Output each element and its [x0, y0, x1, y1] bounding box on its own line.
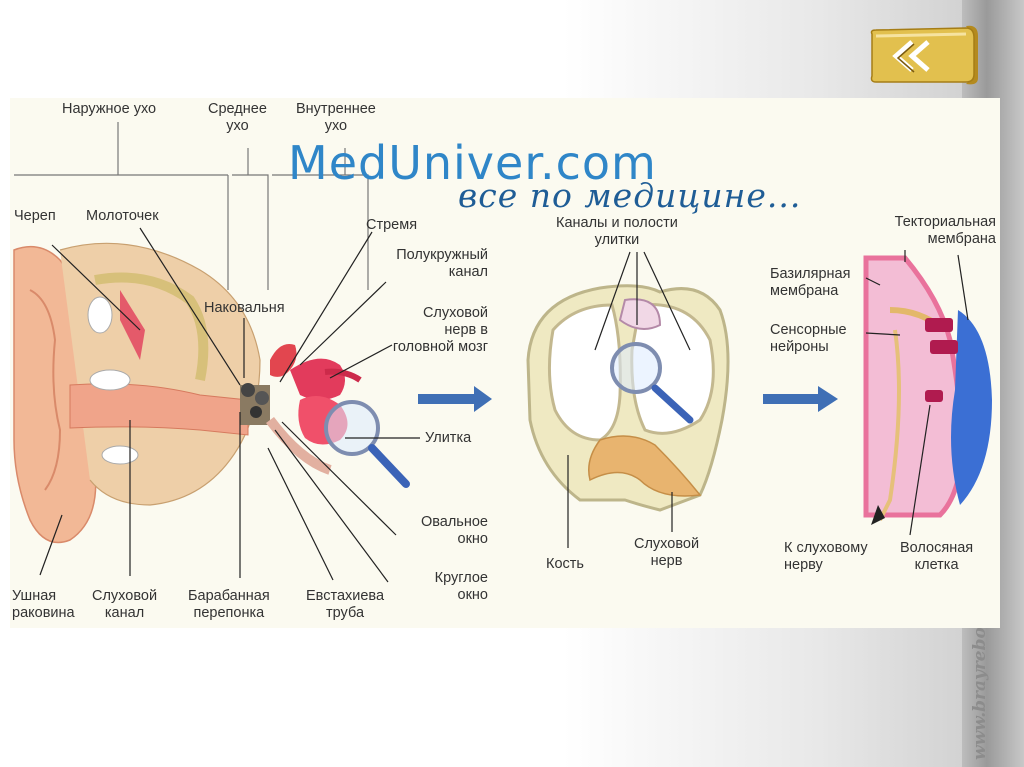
- label-sensory-neurons: Сенсорные нейроны: [770, 322, 847, 356]
- label-oval-window: Овальное окно: [390, 514, 488, 548]
- label-anvil: Наковальня: [204, 300, 285, 317]
- label-to-auditory-nerve: К слуховому нерву: [784, 540, 868, 574]
- label-auditory-nerve-brain: Слуховой нерв в головной мозг: [362, 305, 488, 356]
- label-bone: Кость: [546, 556, 584, 573]
- label-stirrup: Стремя: [366, 217, 417, 234]
- site-tagline: все по медицине...: [458, 176, 801, 216]
- label-hammer: Молоточек: [86, 208, 159, 225]
- label-round-window: Круглое окно: [390, 570, 488, 604]
- label-basilar-membrane: Базилярная мембрана: [770, 266, 850, 300]
- label-tectorial-membrane: Текториальная мембрана: [856, 214, 996, 248]
- label-eustachian-tube: Евстахиева труба: [306, 588, 384, 622]
- label-outer-ear: Наружное ухо: [62, 101, 156, 118]
- cochlea-cross-section-drawing: [528, 286, 728, 510]
- label-inner-ear: Внутреннее ухо: [296, 101, 376, 135]
- label-eardrum: Барабанная перепонка: [188, 588, 270, 622]
- label-auditory-nerve: Слуховой нерв: [634, 536, 699, 570]
- label-skull: Череп: [14, 208, 56, 225]
- arrow-right-icon: [418, 386, 492, 412]
- organ-of-corti-drawing: [866, 258, 992, 525]
- label-middle-ear: Среднее ухо: [208, 101, 267, 135]
- label-hair-cell: Волосяная клетка: [900, 540, 973, 574]
- label-auricle: Ушная раковина: [12, 588, 75, 622]
- arrow-right-icon: [763, 386, 838, 412]
- outer-ear-drawing: [14, 243, 260, 542]
- label-semicircular-canal: Полукружный канал: [370, 247, 488, 281]
- label-cochlea: Улитка: [425, 430, 471, 447]
- label-cochlea-canals: Каналы и полости улитки: [556, 215, 678, 249]
- label-ear-canal: Слуховой канал: [92, 588, 157, 622]
